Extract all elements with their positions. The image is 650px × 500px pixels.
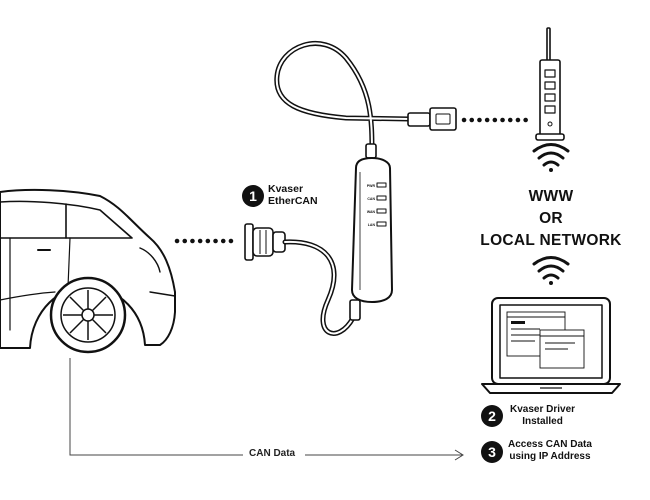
ethercan-label-line2: EtherCAN: [268, 195, 318, 208]
device-led-labels: PWR CAN WAN LAN: [367, 184, 376, 227]
car-icon: [0, 188, 176, 349]
network-label-line1: WWW: [528, 188, 574, 205]
led-label-lan: LAN: [368, 223, 376, 227]
led-label-wan: WAN: [367, 210, 376, 214]
step-1-badge: 1: [242, 185, 264, 207]
step-3-label: Access CAN Data using IP Address: [508, 439, 592, 462]
can-data-label-bg: [243, 447, 305, 463]
step-3-badge: 3: [481, 441, 503, 463]
step-2-line1: Kvaser Driver: [510, 404, 576, 415]
step-3-line2: using IP Address: [509, 450, 591, 462]
step-2-line2: Installed: [522, 415, 563, 427]
ethercan-device-icon: [349, 143, 393, 321]
ethercan-label-line1: Kvaser: [268, 183, 304, 195]
led-label-can: CAN: [367, 197, 375, 201]
wifi-icon: [532, 143, 570, 172]
db9-connector-icon: [244, 223, 286, 261]
rj45-connector-icon: [407, 107, 457, 131]
step-2-label: Kvaser Driver Installed: [510, 404, 575, 427]
network-label-line3: LOCAL NETWORK: [480, 232, 622, 249]
step-3-line1: Access CAN Data: [508, 439, 592, 450]
wifi-icon-lower: [532, 256, 570, 285]
network-label: WWW OR LOCAL NETWORK: [470, 186, 632, 252]
led-label-pwr: PWR: [367, 184, 376, 188]
router-icon: [535, 27, 565, 141]
ethercan-label: Kvaser EtherCAN: [268, 183, 318, 207]
can-data-arrow: [69, 358, 464, 461]
car-wheel-icon: [49, 276, 127, 354]
network-label-line2: OR: [539, 210, 563, 227]
step-2-badge: 2: [481, 405, 503, 427]
laptop-screen-windows: [506, 311, 585, 369]
device-cables: [274, 40, 413, 336]
can-data-label: CAN Data: [249, 448, 296, 459]
